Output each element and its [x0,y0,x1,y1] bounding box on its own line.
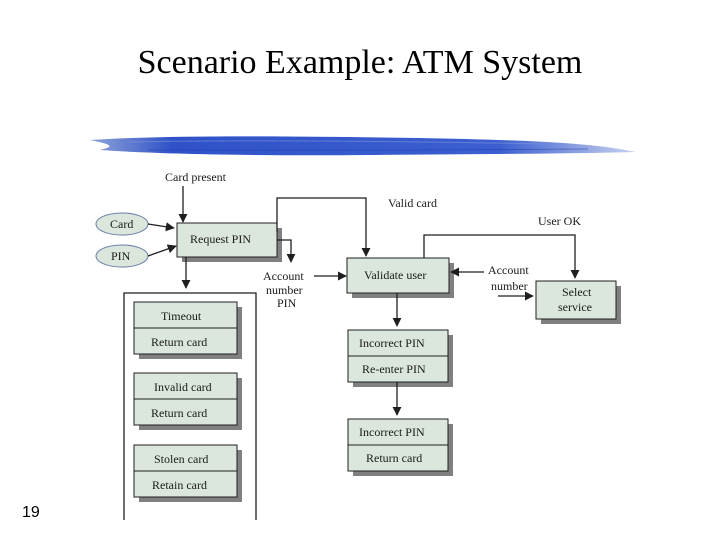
incorrect-pin-1-bottom: Re-enter PIN [362,362,426,376]
account-pin-label-1: Account [263,269,304,283]
request-pin-label: Request PIN [190,232,251,246]
decorative-brush-stroke [90,136,636,156]
account-pin-connector [277,239,292,256]
account-pin-label-3: PIN [277,296,297,310]
exception-timeout-bottom: Return card [151,335,207,349]
pin-input-ellipse [95,244,149,268]
validate-user-label: Validate user [364,268,426,282]
account-number-label-1: Account [488,263,529,277]
incorrect-pin-2-top: Incorrect PIN [359,425,425,439]
incorrect-pin-2-bottom: Return card [366,451,422,465]
user-ok-label: User OK [538,214,581,228]
pin-input-label: PIN [111,249,131,263]
account-pin-label-2: number [266,283,303,297]
exception-invalid-card-top: Invalid card [154,380,212,394]
exceptions-container [123,292,257,520]
select-service-label-2: service [558,300,592,314]
slide-title: Scenario Example: ATM System [137,44,583,81]
valid-card-arrow [276,197,371,257]
select-service-box [535,280,617,320]
exception-stolen-card-top: Stolen card [154,452,208,466]
user-ok-arrow [423,234,580,279]
account-number-label-2: number [491,279,528,293]
page-number: 19 [22,504,40,521]
validate-user-box [346,257,450,294]
card-input-label: Card [110,217,133,231]
card-input-arrow [147,222,175,232]
select-service-label-1: Select [562,285,592,299]
valid-card-label: Valid card [388,196,437,210]
exception-timeout-top: Timeout [161,309,202,323]
incorrect-pin-1-top: Incorrect PIN [359,336,425,350]
exception-invalid-card-bottom: Return card [151,406,207,420]
exception-stolen-card-bottom: Retain card [152,478,207,492]
pin-input-arrow [147,244,177,257]
card-present-label: Card present [165,170,227,184]
